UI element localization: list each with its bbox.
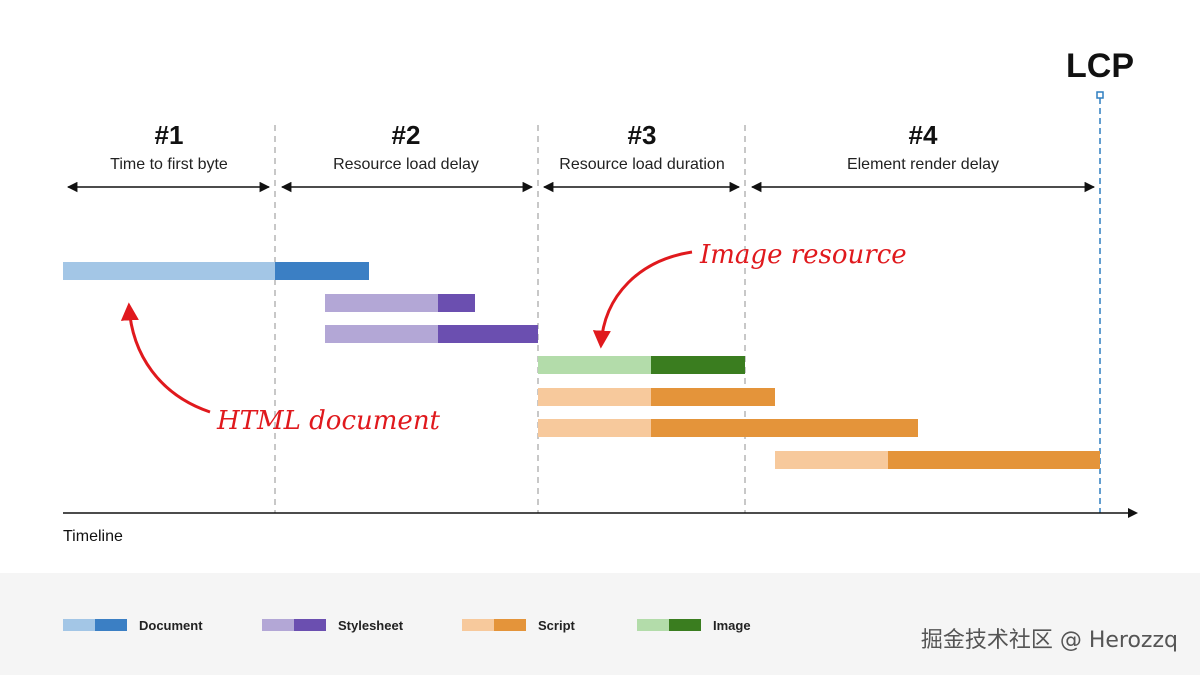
html-document-arrow bbox=[120, 302, 211, 414]
script-1-download-segment bbox=[651, 388, 775, 406]
image-swatch-dark bbox=[669, 619, 701, 631]
image-wait-segment bbox=[538, 356, 651, 374]
document-swatch-dark bbox=[95, 619, 127, 631]
script-2-wait-segment bbox=[538, 419, 651, 437]
stylesheet-swatch-light bbox=[262, 619, 294, 631]
script-swatch-light bbox=[462, 619, 494, 631]
script-swatch-dark bbox=[494, 619, 526, 631]
script-3-download-segment bbox=[888, 451, 1100, 469]
request-bar-script-3 bbox=[775, 451, 1100, 469]
script-1-wait-segment bbox=[538, 388, 651, 406]
request-bar-stylesheet-2 bbox=[325, 325, 538, 343]
request-bar-image bbox=[538, 356, 745, 374]
script-3-wait-segment bbox=[775, 451, 888, 469]
watermark-text: 掘金技术社区 @ Herozzq bbox=[920, 628, 1178, 653]
document-wait-segment bbox=[63, 262, 275, 280]
request-bar-script-1 bbox=[538, 388, 775, 406]
phase-2-label: Resource load delay bbox=[333, 156, 479, 173]
stylesheet-1-download-segment bbox=[438, 294, 475, 312]
request-bar-stylesheet-1 bbox=[325, 294, 475, 312]
legend-item-document: Document bbox=[63, 617, 203, 633]
request-bar-document bbox=[63, 262, 369, 280]
phase-1-number: #1 bbox=[155, 120, 184, 150]
legend-item-stylesheet: Stylesheet bbox=[262, 617, 403, 633]
legend-label-document: Document bbox=[139, 617, 203, 633]
phase-4-label: Element render delay bbox=[847, 156, 999, 173]
legend-label-script: Script bbox=[538, 617, 575, 633]
script-2-download-segment bbox=[651, 419, 918, 437]
phase-1-label: Time to first byte bbox=[110, 156, 228, 173]
document-download-segment bbox=[275, 262, 369, 280]
html-document-annotation: HTML document bbox=[216, 406, 441, 436]
phase-2-number: #2 bbox=[392, 120, 421, 150]
timeline-label: Timeline bbox=[63, 528, 123, 545]
lcp-label: LCP bbox=[1066, 47, 1134, 85]
legend: Document Stylesheet Script Image bbox=[0, 573, 1200, 675]
image-resource-arrow bbox=[592, 250, 693, 349]
stylesheet-2-wait-segment bbox=[325, 325, 438, 343]
request-bar-script-2 bbox=[538, 419, 918, 437]
image-swatch-light bbox=[637, 619, 669, 631]
phase-3-number: #3 bbox=[628, 120, 657, 150]
image-download-segment bbox=[651, 356, 745, 374]
stylesheet-1-wait-segment bbox=[325, 294, 438, 312]
lcp-marker-square bbox=[1096, 91, 1104, 99]
document-swatch-light bbox=[63, 619, 95, 631]
phase-4-number: #4 bbox=[909, 120, 938, 150]
legend-label-stylesheet: Stylesheet bbox=[338, 617, 404, 633]
legend-label-image: Image bbox=[713, 617, 751, 633]
legend-item-image: Image bbox=[637, 617, 751, 633]
stylesheet-2-download-segment bbox=[438, 325, 538, 343]
timeline-arrowhead bbox=[1128, 508, 1138, 518]
phase-3-label: Resource load duration bbox=[559, 156, 724, 173]
image-resource-annotation: Image resource bbox=[699, 240, 907, 270]
legend-item-script: Script bbox=[462, 617, 575, 633]
stylesheet-swatch-dark bbox=[294, 619, 326, 631]
